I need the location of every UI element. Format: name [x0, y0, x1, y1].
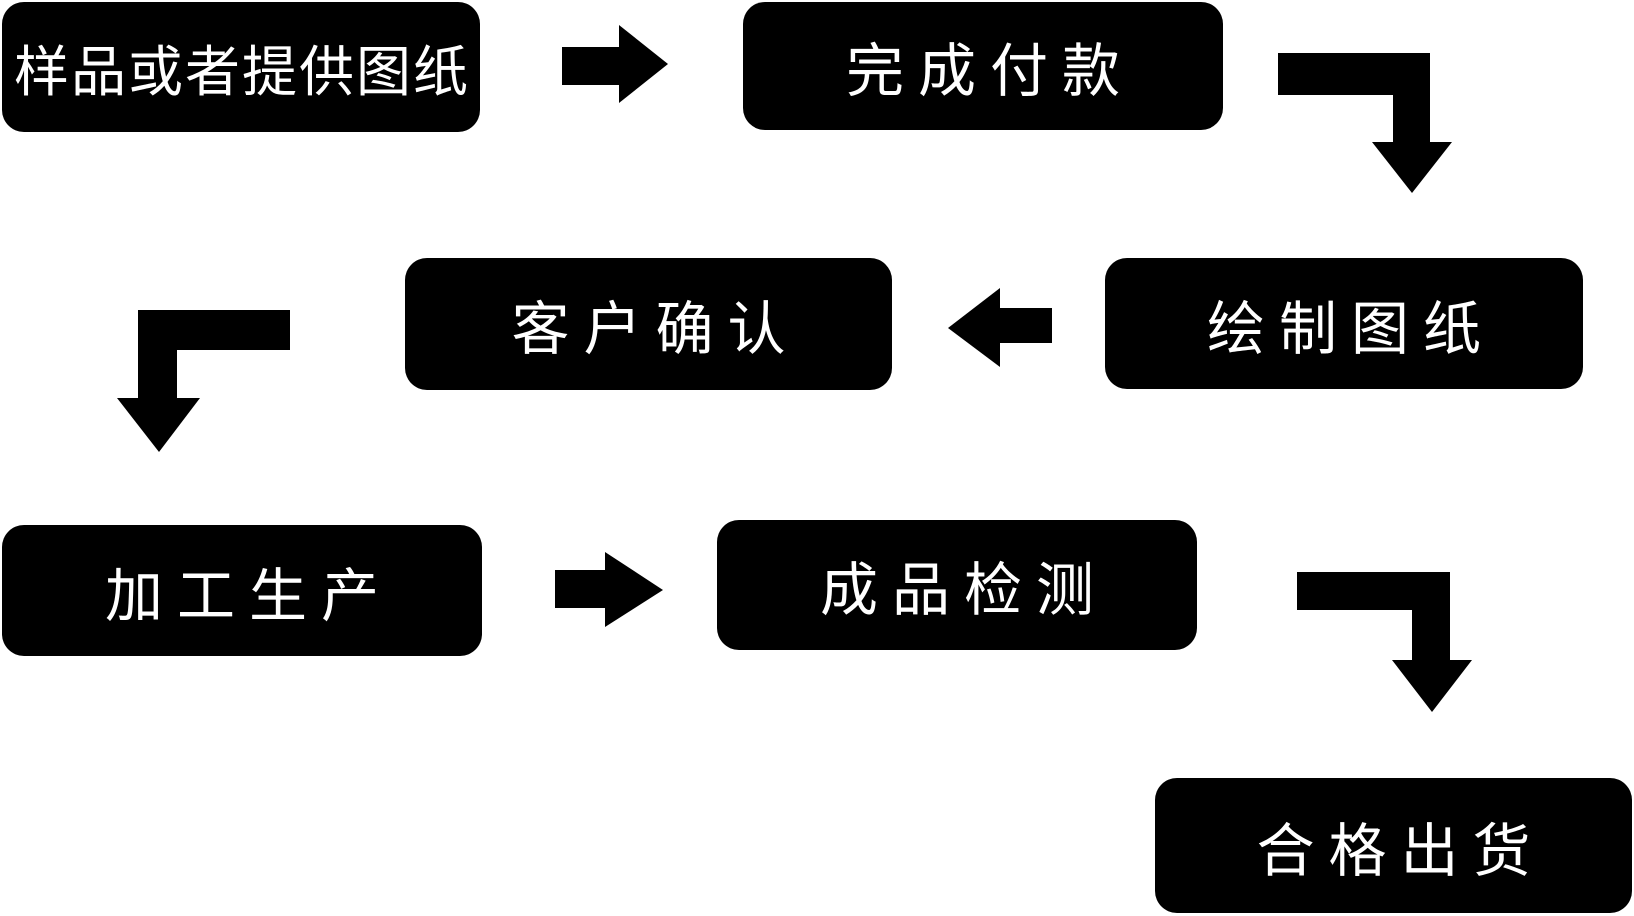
- flow-node-processing-production: 加工生产: [2, 525, 482, 656]
- elbow-down-arrow-icon-payment-to-draw: [1278, 53, 1452, 193]
- right-arrow-icon-sample-to-payment: [562, 25, 668, 103]
- arrow-shaft: [562, 47, 619, 85]
- arrow-head-right: [605, 552, 666, 627]
- arrow-shaft-horizontal: [138, 310, 290, 350]
- right-arrow-icon-production-to-inspection: [555, 552, 663, 627]
- arrow-head-right: [619, 25, 671, 103]
- arrow-head-down: [117, 398, 200, 455]
- arrow-shaft-horizontal: [1278, 53, 1430, 95]
- arrow-shaft: [997, 308, 1052, 343]
- arrow-head-left: [945, 288, 1000, 367]
- flow-node-qualified-shipment: 合格出货: [1155, 778, 1632, 913]
- arrow-shaft-vertical: [1393, 93, 1430, 145]
- arrow-head-down: [1372, 142, 1452, 196]
- arrow-shaft-vertical: [1412, 608, 1450, 660]
- flow-node-customer-confirm: 客户确认: [405, 258, 892, 390]
- flow-node-finished-product-inspection: 成品检测: [717, 520, 1197, 650]
- left-arrow-icon-draw-to-confirm: [945, 288, 1052, 367]
- arrow-head-down: [1392, 660, 1472, 715]
- flow-node-sample-or-drawings: 样品或者提供图纸: [2, 2, 480, 132]
- arrow-shaft-horizontal: [1297, 572, 1450, 610]
- flow-node-draw-drawings: 绘制图纸: [1105, 258, 1583, 389]
- arrow-shaft: [555, 570, 605, 608]
- elbow-down-arrow-icon-inspection-to-shipment: [1297, 572, 1472, 712]
- elbow-down-arrow-icon-confirm-to-production: [117, 310, 290, 452]
- arrow-shaft-vertical: [138, 348, 177, 398]
- flow-node-complete-payment: 完成付款: [743, 2, 1223, 130]
